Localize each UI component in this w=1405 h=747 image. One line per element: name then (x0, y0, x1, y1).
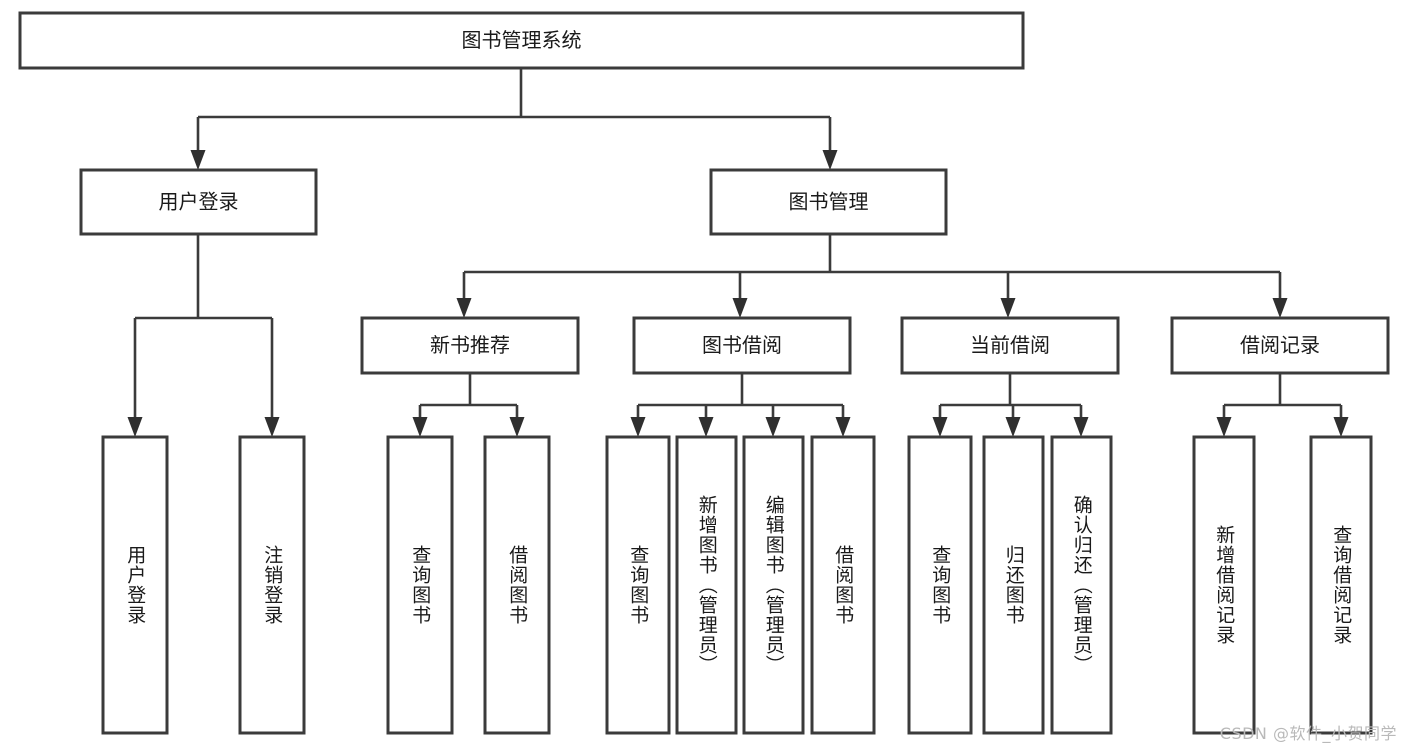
level3-arrow-1 (732, 298, 748, 318)
level2-arrow-1 (822, 150, 838, 170)
leaf-arrow-2-0 (932, 417, 948, 437)
node-leaf-user-login-box[interactable] (101, 435, 169, 735)
leaf-arrow-1-1 (698, 417, 714, 437)
leaf-arrow-0-1 (509, 417, 525, 437)
node-leaf-edit-book-admin-box[interactable] (742, 435, 805, 735)
leaf-arrow-1-2 (765, 417, 781, 437)
node-leaf-logout-box[interactable] (238, 435, 306, 735)
node-leaf-borrow-book-rec-box[interactable] (483, 435, 551, 735)
leaf-arrow-3-0 (1216, 417, 1232, 437)
node-current-borrow-box[interactable] (900, 316, 1120, 375)
leaf-arrow-2-2 (1073, 417, 1089, 437)
user-login-arrow-0 (127, 417, 143, 437)
node-leaf-query-borrow-record-box[interactable] (1309, 435, 1373, 735)
level2-arrow-0 (190, 150, 206, 170)
level3-arrow-2 (1000, 298, 1016, 318)
node-user-login-box[interactable] (79, 168, 318, 236)
level3-arrow-3 (1272, 298, 1288, 318)
node-leaf-add-book-admin-box[interactable] (675, 435, 738, 735)
boxes-layer (18, 11, 1390, 735)
node-leaf-query-book-current-box[interactable] (907, 435, 973, 735)
leaf-arrow-1-3 (835, 417, 851, 437)
node-book-management-box[interactable] (709, 168, 948, 236)
node-borrow-records-box[interactable] (1170, 316, 1390, 375)
node-leaf-query-book-rec-box[interactable] (386, 435, 454, 735)
node-user-login-label: 用户登录 (159, 190, 239, 214)
node-book-management-label: 图书管理 (789, 190, 869, 214)
node-leaf-borrow-book-box[interactable] (810, 435, 876, 735)
leaf-arrow-3-1 (1333, 417, 1349, 437)
node-leaf-add-borrow-record-box[interactable] (1192, 435, 1256, 735)
watermark: CSDN @软件_小贺同学 (1219, 724, 1397, 743)
node-leaf-return-book-box[interactable] (982, 435, 1045, 735)
node-book-borrow-box[interactable] (632, 316, 852, 375)
leaf-arrow-0-0 (412, 417, 428, 437)
level3-arrow-0 (456, 298, 472, 318)
node-new-book-recommend-label: 新书推荐 (430, 333, 510, 357)
node-borrow-records-label: 借阅记录 (1240, 333, 1320, 357)
user-login-arrow-1 (264, 417, 280, 437)
node-current-borrow-label: 当前借阅 (970, 333, 1050, 357)
leaf-arrow-1-0 (630, 417, 646, 437)
node-root-label: 图书管理系统 (462, 28, 582, 52)
node-leaf-confirm-return-admin-box[interactable] (1050, 435, 1113, 735)
node-new-book-recommend-box[interactable] (360, 316, 580, 375)
node-book-borrow-label: 图书借阅 (702, 333, 782, 357)
node-root-box[interactable] (18, 11, 1025, 70)
leaf-arrow-2-1 (1005, 417, 1021, 437)
connectors-layer (127, 68, 1349, 437)
node-leaf-query-book-borrow-box[interactable] (605, 435, 671, 735)
